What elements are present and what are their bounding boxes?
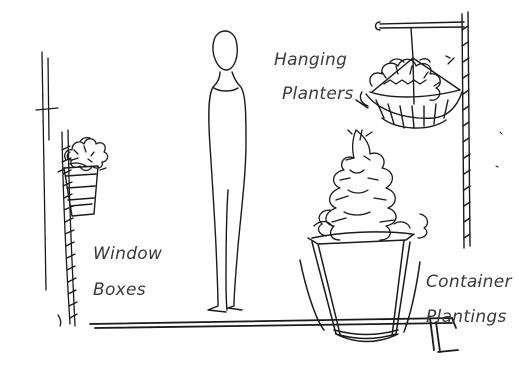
left-wall <box>35 51 78 327</box>
window-boxes-label-line2: Boxes <box>93 280 146 300</box>
container-pot <box>299 231 421 343</box>
hanging-planters-label-line1: Hanging <box>274 50 348 70</box>
window-box-plant <box>57 136 109 173</box>
sketch-marks <box>477 131 503 284</box>
ground-line <box>89 317 459 353</box>
window-boxes-label-line1: Window <box>93 244 163 264</box>
container-plantings-label-line1: Container <box>426 272 512 292</box>
hanging-planter-plant <box>369 55 455 101</box>
window-box-planter <box>63 165 99 217</box>
human-figure <box>207 30 247 313</box>
container-plant <box>313 129 429 241</box>
hanging-planter-basket <box>355 57 463 129</box>
hanging-planters-label-line2: Planters <box>282 84 354 104</box>
container-plantings-label-line2: Plantings <box>426 307 507 327</box>
right-post <box>374 11 471 249</box>
